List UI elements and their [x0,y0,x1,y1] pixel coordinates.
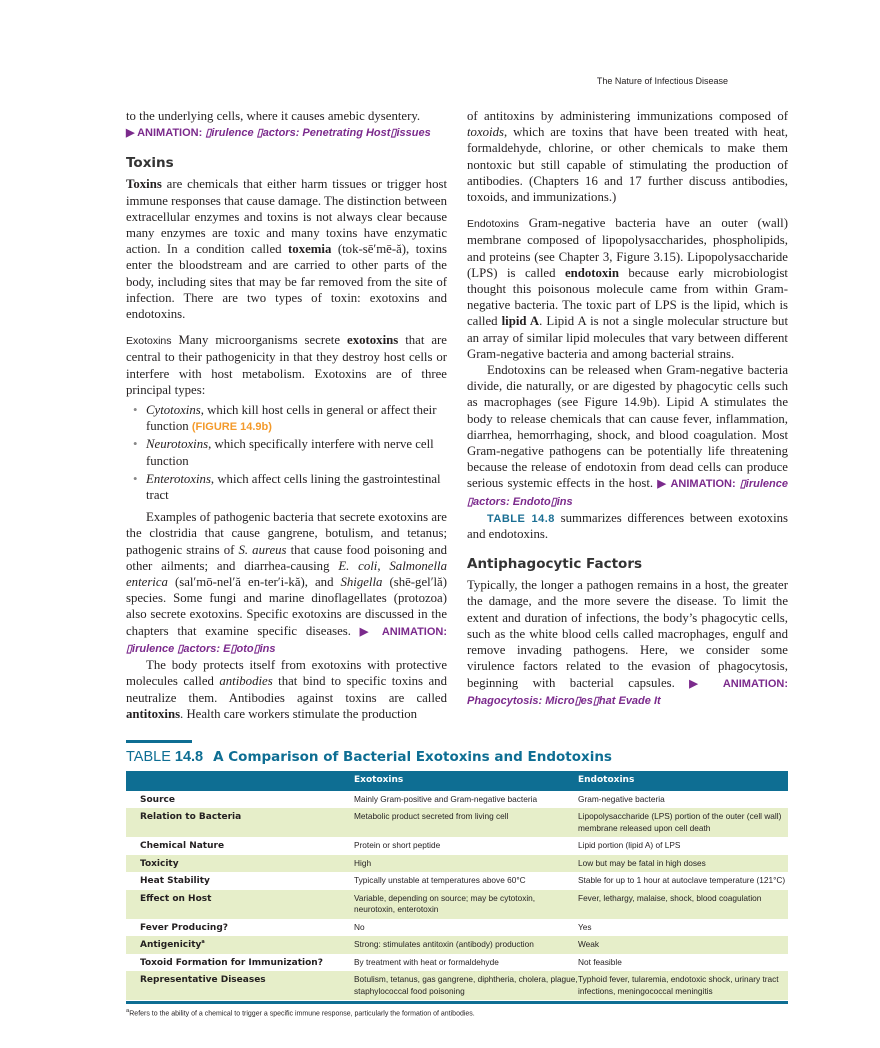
table-row: Source Mainly Gram-positive and Gram-nega… [126,791,788,809]
table-link[interactable]: TABLE 14.8 [487,512,555,525]
row-header: Effect on Host [126,889,354,919]
column-header-exotoxins: Exotoxins [354,770,578,791]
exotoxin-cell: Strong: stimulates antitoxin (antibody) … [354,936,578,954]
row-header: Representative Diseases [126,971,354,1001]
endotoxin-cell: Yes [578,921,592,932]
paragraph: Exotoxins Many microorganisms secrete ex… [126,333,447,397]
endotoxin-cell: Typhoid fever, tularemia, endotoxic shoc… [578,971,788,1001]
animation-link[interactable]: ▶ ANIMATION: ▯irulence ▯actors: Penetrat… [126,127,431,140]
animation-link[interactable]: ▶ ANIMATION: Phagocytosis: Micro▯es▯hat … [467,677,789,707]
table-accent-bar [126,739,192,743]
table-bottom-rule [126,1001,788,1005]
animation-link[interactable]: ▶ ANIMATION: ▯irulence ▯actors: Endoto▯i… [467,478,788,508]
exotoxin-cell: Metabolic product secreted from living c… [354,808,578,838]
table-row: Fever Producing? No Yes [126,919,788,937]
endotoxin-cell: Lipopolysaccharide (LPS) portion of the … [578,808,788,838]
table-footnote: aRefers to the ability of a chemical to … [126,1008,475,1018]
paragraph: Endotoxins can be released when Gram-neg… [467,363,788,508]
row-header: Chemical Nature [140,841,225,852]
paragraph: Endotoxins Gram-negative bacteria have a… [467,216,788,361]
table-row: Chemical Nature Protein or short peptide L… [126,837,788,855]
section-heading-toxins: Toxins [126,155,174,172]
paragraph: Typically, the longer a pathogen remains… [467,578,789,707]
row-header: Source [140,794,175,805]
row-header: Relation to Bacteria [126,808,354,838]
table-row: Toxoid Formation for Immunization? By tre… [126,954,788,972]
exotoxin-cell: Botulism, tetanus, gas gangrene, diphthe… [354,971,578,1001]
paragraph: of antitoxins by administering immunizat… [467,109,788,205]
subheading-endotoxins: Endotoxins [467,218,519,231]
running-head: The Nature of Infectious Disease [596,76,728,86]
endotoxin-cell: Gram-negative bacteria [578,793,665,804]
exotoxin-cell: Mainly Gram-positive and Gram-negative b… [354,793,538,804]
row-header: Heat Stability [140,876,210,887]
exotoxin-cell: By treatment with heat or formaldehyde [354,956,499,967]
list-item: Cytotoxins, which kill host cells in gen… [133,402,447,434]
row-header: Fever Producing? [140,922,228,933]
paragraph: TABLE 14.8 summarizes differences betwee… [467,510,789,542]
figure-link[interactable]: (FIGURE 14.9b) [191,421,272,434]
endotoxin-cell: Not feasible [578,956,622,967]
table-row: Heat Stability Typically unstable at temp… [126,872,788,890]
exotoxin-cell: No [354,921,365,932]
exotoxin-cell: High [354,854,578,873]
paragraph: to the underlying cells, where it causes… [126,109,431,140]
body-columns: to the underlying cells, where it causes… [126,108,788,722]
animation-link[interactable]: ▶ ANIMATION: ▯irulence ▯actors: E▯oto▯in… [126,625,448,655]
paragraph: Toxins are chemicals that either harm ti… [126,177,448,322]
endotoxin-cell: Stable for up to 1 hour at autoclave tem… [578,875,786,886]
paragraph: The body protects itself from exotoxins … [126,658,447,721]
section-heading-antiphagocytic: Antiphagocytic Factors [467,556,643,573]
list-item: Neurotoxins, which specifically interfer… [133,436,447,468]
list-item: Enterotoxins, which affect cells lining … [133,471,447,503]
endotoxin-cell: Weak [578,936,788,954]
endotoxin-cell: Fever, lethargy, malaise, shock, blood c… [578,889,788,919]
exotoxin-cell: Variable, depending on source; may be cy… [354,889,578,919]
row-header: Antigenicitya [126,936,354,954]
endotoxin-cell: Lipid portion (lipid A) of LPS [578,840,681,851]
row-header: Toxoid Formation for Immunization? [140,957,323,968]
paragraph: Examples of pathogenic bacteria that sec… [126,510,448,655]
exotoxin-cell: Typically unstable at temperatures above… [354,875,526,886]
right-column: of antitoxins by administering immunizat… [467,108,788,709]
left-column: to the underlying cells, where it causes… [126,108,447,722]
endotoxin-cell: Low but may be fatal in high doses [578,854,788,873]
row-header: Toxicity [126,854,354,873]
column-header-endotoxins: Endotoxins [578,770,788,791]
exotoxin-cell: Protein or short peptide [354,840,441,851]
exotoxin-types-list: Cytotoxins, which kill host cells in gen… [126,402,447,503]
subheading-exotoxins: Exotoxins [126,335,172,348]
